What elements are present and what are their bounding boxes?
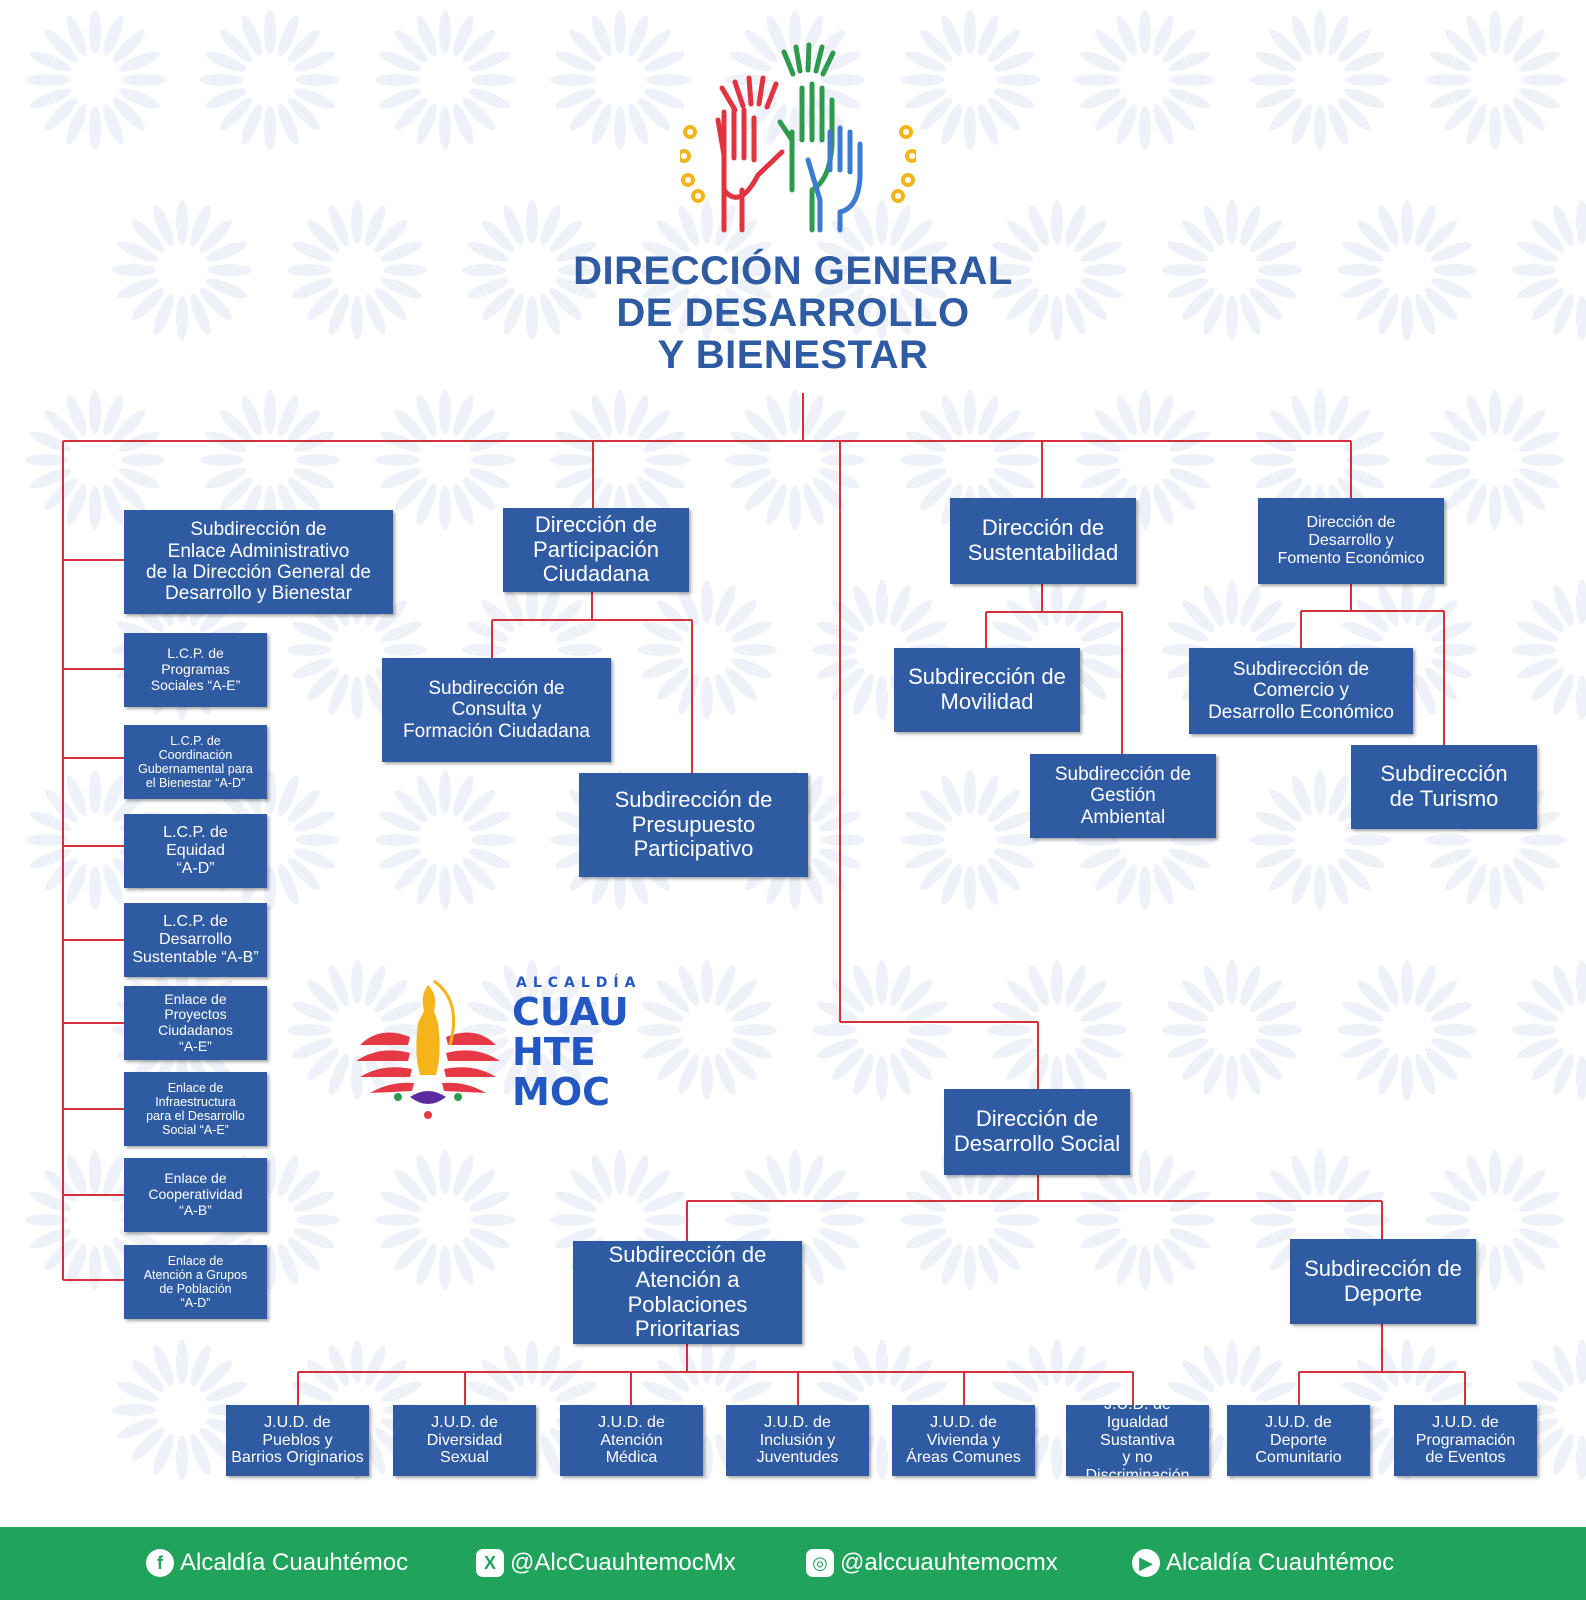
pattern-flower: [1250, 10, 1390, 150]
pattern-flower: [375, 1150, 515, 1290]
pattern-flower: [637, 580, 777, 720]
instagram-label: @alccuauhtemocmx: [840, 1549, 1058, 1576]
node-sub-turismo: Subdirección de Turismo: [1351, 745, 1537, 829]
logo-alcaldia-label: ALCALDÍA: [516, 975, 642, 991]
logo-line-1: CUAU: [512, 990, 629, 1034]
facebook-icon: f: [146, 1549, 174, 1577]
page-title: DIRECCIÓN GENERAL DE DESARROLLO Y BIENES…: [480, 250, 1106, 376]
pattern-flower: [900, 770, 1040, 910]
node-jud-vivienda: J.U.D. de Vivienda y Áreas Comunes: [892, 1405, 1035, 1476]
youtube-link[interactable]: ▶ Alcaldía Cuauhtémoc: [1132, 1549, 1394, 1577]
pattern-flower: [287, 960, 427, 1100]
pattern-flower: [1512, 200, 1586, 340]
pattern-flower: [900, 10, 1040, 150]
node-lcp-equidad: L.C.P. de Equidad “A-D”: [124, 814, 267, 888]
node-jud-deporte-comunitario: J.U.D. de Deporte Comunitario: [1227, 1405, 1370, 1476]
pattern-flower: [637, 960, 777, 1100]
pattern-flower: [987, 200, 1127, 340]
pattern-flower: [462, 200, 602, 340]
hands-logo: [680, 42, 916, 233]
pattern-flower: [375, 770, 515, 910]
node-jud-inclusion: J.U.D. de Inclusión y Juventudes: [726, 1405, 869, 1476]
pattern-flower: [112, 200, 252, 340]
pattern-flower: [1075, 10, 1215, 150]
facebook-label: Alcaldía Cuauhtémoc: [180, 1549, 409, 1576]
node-dir-sustentabilidad: Dirección de Sustentabilidad: [950, 498, 1136, 584]
youtube-label: Alcaldía Cuauhtémoc: [1166, 1549, 1395, 1576]
node-jud-programacion-eventos: J.U.D. de Programación de Eventos: [1394, 1405, 1537, 1476]
pattern-flower: [1425, 10, 1565, 150]
logo-line-3: MOC: [512, 1070, 611, 1114]
pattern-flower: [1337, 200, 1477, 340]
node-sub-movilidad: Subdirección de Movilidad: [894, 648, 1080, 732]
pattern-flower: [550, 390, 690, 530]
pattern-flower: [1162, 200, 1302, 340]
x-label: @AlcCuauhtemocMx: [510, 1549, 736, 1576]
pattern-flower: [812, 200, 952, 340]
pattern-flower: [550, 10, 690, 150]
node-sub-enlace-administrativo: Subdirección de Enlace Administrativo de…: [124, 510, 393, 614]
node-sub-comercio: Subdirección de Comercio y Desarrollo Ec…: [1189, 648, 1413, 734]
youtube-icon: ▶: [1132, 1549, 1160, 1577]
node-jud-diversidad: J.U.D. de Diversidad Sexual: [393, 1405, 536, 1476]
node-sub-deporte: Subdirección de Deporte: [1290, 1239, 1476, 1324]
instagram-icon: ◎: [806, 1549, 834, 1577]
pattern-flower: [1512, 580, 1586, 720]
x-icon: X: [476, 1549, 504, 1577]
node-enlace-cooperatividad: Enlace de Cooperatividad “A-B”: [124, 1158, 267, 1232]
pattern-flower: [25, 10, 165, 150]
pattern-flower: [462, 960, 602, 1100]
node-jud-pueblos: J.U.D. de Pueblos y Barrios Originarios: [226, 1405, 369, 1476]
pattern-flower: [1512, 960, 1586, 1100]
social-footer: f Alcaldía Cuauhtémoc X @AlcCuauhtemocMx…: [0, 1527, 1586, 1600]
x-link[interactable]: X @AlcCuauhtemocMx: [476, 1549, 736, 1577]
title-line-1: DIRECCIÓN GENERAL: [573, 249, 1013, 293]
pattern-flower: [1425, 390, 1565, 530]
pattern-flower: [1337, 960, 1477, 1100]
node-enlace-grupos: Enlace de Atención a Grupos de Población…: [124, 1245, 267, 1319]
node-sub-presupuesto: Subdirección de Presupuesto Participativ…: [579, 773, 808, 877]
node-sub-atencion-poblaciones: Subdirección de Atención a Poblaciones P…: [573, 1241, 802, 1344]
pattern-flower: [287, 200, 427, 340]
node-enlace-infraestructura: Enlace de Infraestructura para el Desarr…: [124, 1072, 267, 1146]
node-lcp-desarrollo: L.C.P. de Desarrollo Sustentable “A-B”: [124, 903, 267, 977]
pattern-flower: [812, 960, 952, 1100]
node-dir-fomento: Dirección de Desarrollo y Fomento Económ…: [1258, 498, 1444, 584]
facebook-link[interactable]: f Alcaldía Cuauhtémoc: [146, 1549, 408, 1577]
pattern-flower: [200, 10, 340, 150]
pattern-flower: [375, 10, 515, 150]
node-sub-gestion: Subdirección de Gestión Ambiental: [1030, 754, 1216, 838]
node-lcp-coordinacion: L.C.P. de Coordinación Gubernamental par…: [124, 725, 267, 799]
node-dir-participacion: Dirección de Participación Ciudadana: [503, 508, 689, 592]
alcaldia-emblem-icon: [356, 979, 500, 1119]
logo-line-2: HTE: [512, 1030, 596, 1074]
pattern-flower: [637, 200, 777, 340]
title-line-2: DE DESARROLLO: [616, 291, 970, 335]
node-dir-desarrollo-social: Dirección de Desarrollo Social: [944, 1089, 1130, 1175]
instagram-link[interactable]: ◎ @alccuauhtemocmx: [806, 1549, 1058, 1577]
node-enlace-proyectos: Enlace de Proyectos Ciudadanos “A-E”: [124, 986, 267, 1060]
title-line-3: Y BIENESTAR: [657, 333, 929, 377]
node-lcp-programas: L.C.P. de Programas Sociales “A-E”: [124, 633, 267, 707]
pattern-flower: [1162, 960, 1302, 1100]
node-jud-igualdad: J.U.D. de Igualdad Sustantiva y no Discr…: [1066, 1405, 1209, 1476]
pattern-flower: [1075, 1150, 1215, 1290]
node-jud-medica: J.U.D. de Atención Médica: [560, 1405, 703, 1476]
node-sub-consulta: Subdirección de Consulta y Formación Ciu…: [382, 658, 611, 762]
